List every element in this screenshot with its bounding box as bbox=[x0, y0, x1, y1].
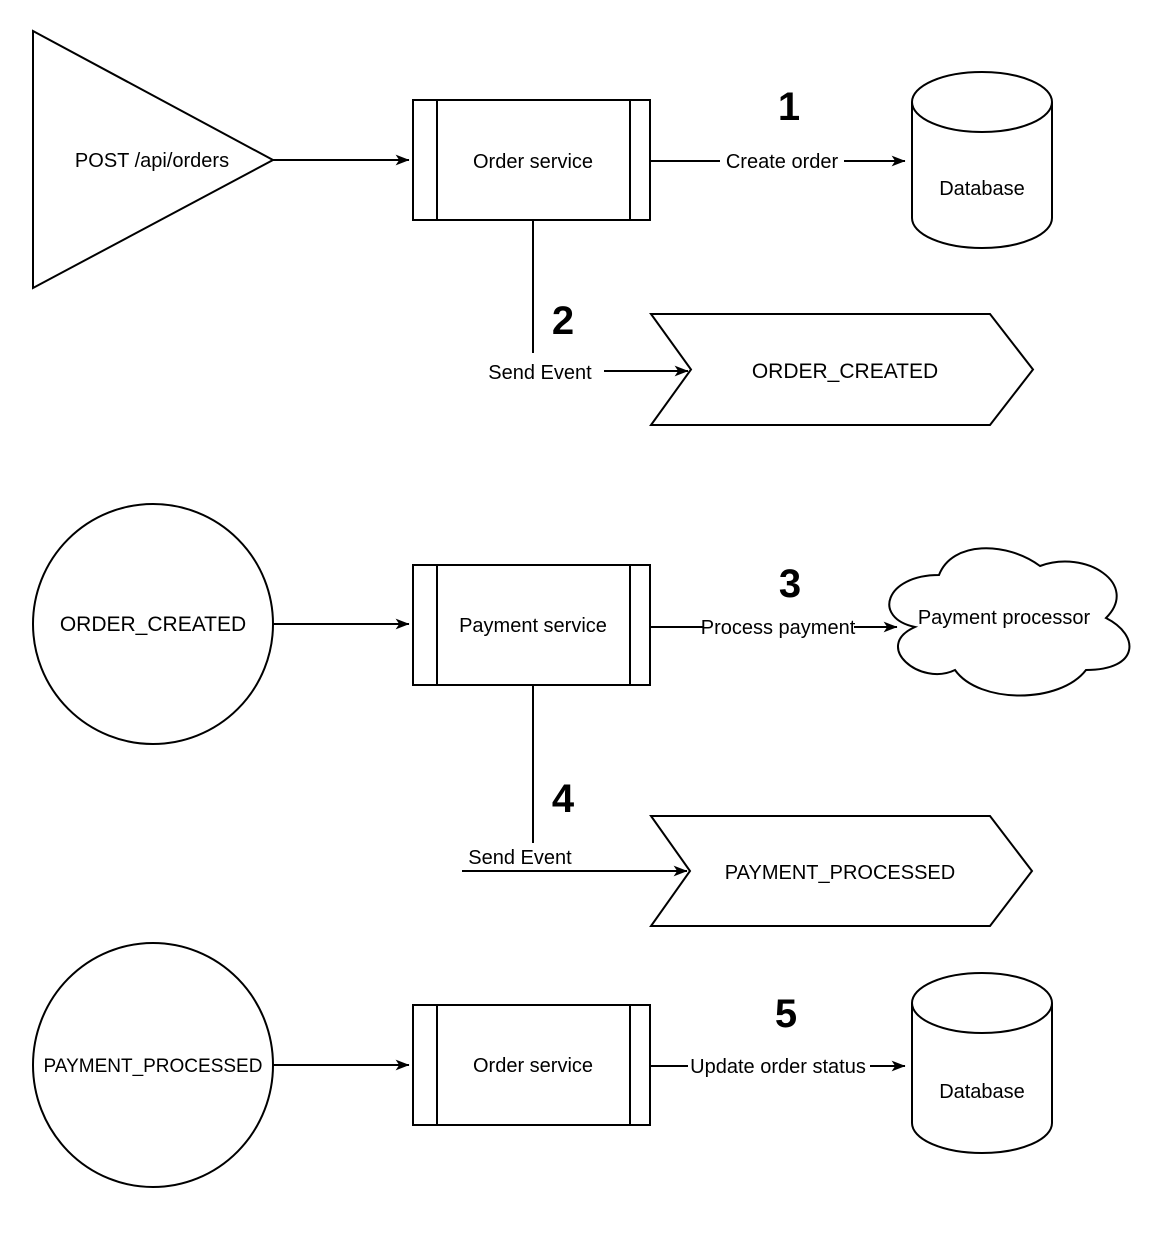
payment-processor-cloud-shape bbox=[888, 547, 1131, 697]
step-number-3: 3 bbox=[779, 562, 801, 606]
order-created-event-label: ORDER_CREATED bbox=[752, 360, 938, 383]
payment-service-shape bbox=[412, 564, 651, 686]
database-top-cylinder-shape bbox=[911, 71, 1053, 249]
payment-processed-trigger-label: PAYMENT_PROCESSED bbox=[44, 1056, 263, 1077]
process-payment-label-bg bbox=[704, 613, 854, 641]
database-bottom-label: Database bbox=[939, 1081, 1025, 1103]
database-top-label: Database bbox=[939, 178, 1025, 200]
order-service-bottom-label: Order service bbox=[473, 1055, 593, 1077]
send-event-2-label: Send Event bbox=[468, 847, 572, 869]
create-order-label: Create order bbox=[726, 151, 839, 173]
payment-processed-event-step-shape bbox=[649, 815, 1034, 927]
payment-processor-label: Payment processor bbox=[918, 607, 1091, 629]
database-top-cylinder-lid bbox=[911, 101, 1053, 133]
payment-service-label: Payment service bbox=[459, 615, 607, 637]
database-bottom-cylinder-shape bbox=[911, 972, 1053, 1154]
create-order-label-bg bbox=[720, 147, 844, 175]
order-created-trigger-label: ORDER_CREATED bbox=[60, 613, 246, 636]
send-event-1-label: Send Event bbox=[488, 362, 592, 384]
order-service-top-label: Order service bbox=[473, 151, 593, 173]
payment-processed-event-label: PAYMENT_PROCESSED bbox=[725, 862, 955, 884]
order-service-bottom-shape bbox=[412, 1004, 651, 1126]
update-order-status-label-bg bbox=[688, 1052, 870, 1080]
database-bottom-cylinder-lid bbox=[911, 1002, 1053, 1034]
update-order-status-label: Update order status bbox=[690, 1056, 866, 1078]
step-number-2: 2 bbox=[552, 299, 574, 343]
step-number-5: 5 bbox=[775, 992, 797, 1036]
step-number-4: 4 bbox=[552, 777, 575, 821]
api-request-triangle-shape bbox=[32, 29, 276, 290]
order-service-top-shape bbox=[412, 99, 651, 221]
api-request-label: POST /api/orders bbox=[75, 150, 229, 172]
order-created-event-step-shape bbox=[649, 313, 1035, 426]
process-payment-label: Process payment bbox=[701, 617, 856, 639]
step-number-1: 1 bbox=[778, 85, 800, 129]
